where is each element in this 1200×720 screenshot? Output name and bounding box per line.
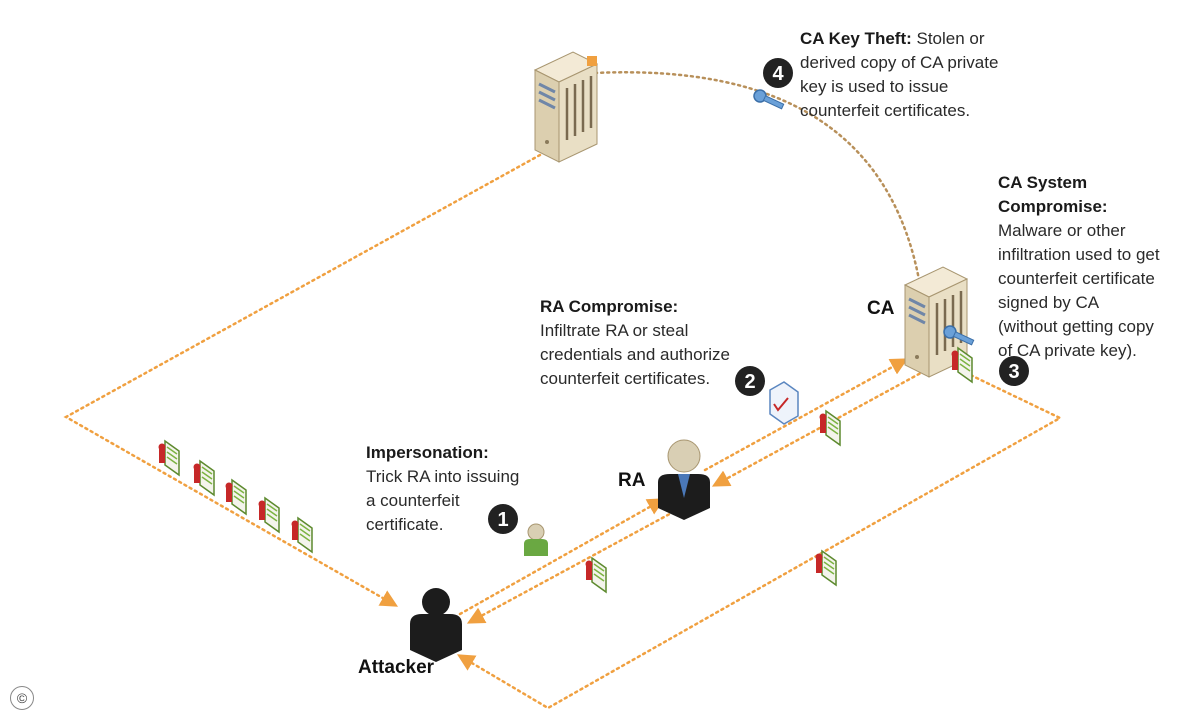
- certificate-icon: [584, 557, 607, 593]
- svg-text:CA System: CA System: [998, 173, 1087, 192]
- document-icon: [769, 381, 799, 425]
- svg-text:CA Key Theft: Stolen or: CA Key Theft: Stolen or: [800, 29, 985, 48]
- svg-text:key is used to issue: key is used to issue: [800, 77, 948, 96]
- step-2-description: RA Compromise: Infiltrate RA or steal cr…: [540, 297, 730, 388]
- step-3-description: CA System Compromise: Malware or other i…: [998, 173, 1160, 360]
- svg-text:credentials and authorize: credentials and authorize: [540, 345, 730, 364]
- certificate-icon: [814, 550, 837, 586]
- ca-label: CA: [867, 298, 895, 319]
- svg-text:derived copy of CA private: derived copy of CA private: [800, 53, 998, 72]
- ra-label: RA: [618, 470, 646, 491]
- svg-text:Compromise:: Compromise:: [998, 197, 1108, 216]
- step-4-badge: 4: [763, 58, 793, 88]
- svg-text:(without getting copy: (without getting copy: [998, 317, 1154, 336]
- svg-text:a counterfeit: a counterfeit: [366, 491, 460, 510]
- svg-text:counterfeit certificate: counterfeit certificate: [998, 269, 1155, 288]
- certificate-icon: [818, 410, 841, 446]
- svg-text:3: 3: [1008, 361, 1019, 383]
- svg-text:signed by CA: signed by CA: [998, 293, 1100, 312]
- step-1-description: Impersonation: Trick RA into issuing a c…: [366, 443, 519, 534]
- svg-text:4: 4: [772, 63, 784, 85]
- svg-text:counterfeit certificates.: counterfeit certificates.: [540, 369, 710, 388]
- svg-text:counterfeit certificates.: counterfeit certificates.: [800, 101, 970, 120]
- certificate-icon: [157, 440, 180, 476]
- svg-text:of CA private key).: of CA private key).: [998, 341, 1137, 360]
- svg-text:RA Compromise:: RA Compromise:: [540, 297, 678, 316]
- key-icon: [943, 325, 975, 346]
- svg-text:certificate.: certificate.: [366, 515, 443, 534]
- attacker-person-icon: [410, 588, 462, 662]
- certificate-icon: [950, 347, 973, 383]
- certificate-icon: [257, 497, 280, 533]
- svg-text:Trick RA into issuing: Trick RA into issuing: [366, 467, 519, 486]
- ra-person-icon: [658, 439, 710, 520]
- svg-text:Impersonation:: Impersonation:: [366, 443, 489, 462]
- ca-backup-server-icon: [533, 50, 599, 164]
- step-2-badge: 2: [735, 366, 765, 396]
- svg-text:infiltration used to get: infiltration used to get: [998, 245, 1160, 264]
- svg-text:Malware or other: Malware or other: [998, 221, 1126, 240]
- step-1-badge: 1: [488, 504, 518, 534]
- svg-text:2: 2: [744, 371, 755, 393]
- step-3-badge: 3: [999, 356, 1029, 386]
- svg-text:1: 1: [497, 509, 508, 531]
- certificate-icon: [192, 460, 215, 496]
- attacker-label: Attacker: [358, 657, 435, 678]
- stolen-key-icon: [753, 89, 785, 110]
- green-person-icon: [524, 523, 548, 556]
- svg-text:Infiltrate RA or steal: Infiltrate RA or steal: [540, 321, 688, 340]
- step-4-description: CA Key Theft: Stolen or derived copy of …: [800, 29, 998, 120]
- copyright-icon: ©: [10, 686, 34, 710]
